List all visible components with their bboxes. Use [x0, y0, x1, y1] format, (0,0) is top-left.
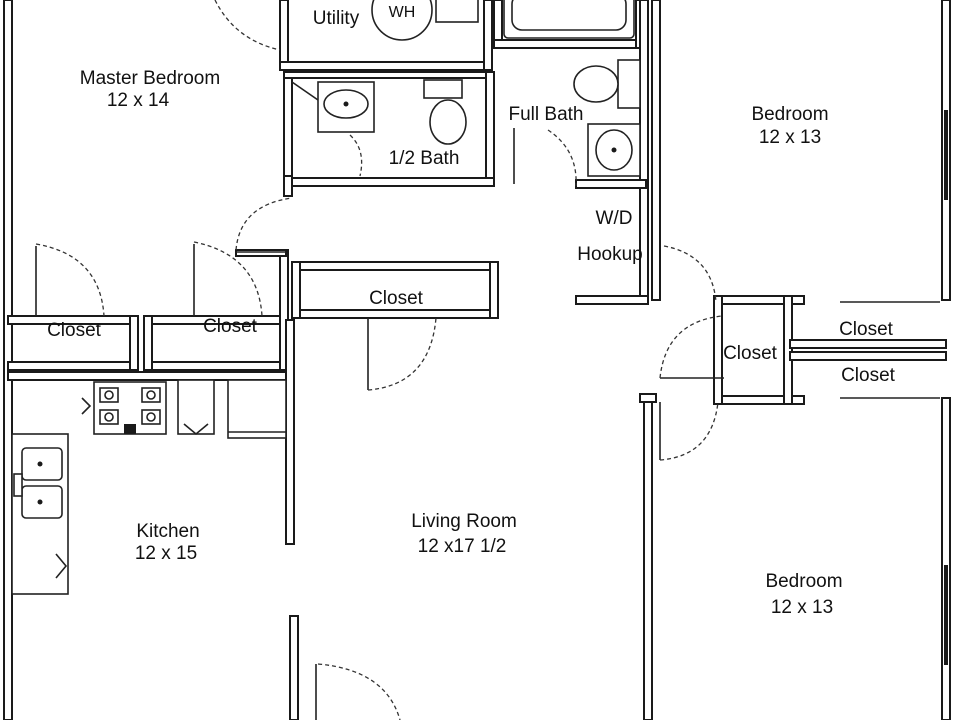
hookup-label: Hookup [577, 244, 643, 265]
hallcloset-top-wall [291, 261, 499, 271]
hallcloset-right-wall [489, 261, 499, 319]
doors [35, 0, 724, 720]
sink-drain-1 [37, 461, 43, 467]
left-exterior-wall [3, 0, 13, 720]
hall-corner-wall [235, 249, 287, 257]
kitchen-size: 12 x 15 [135, 543, 197, 564]
hallcloset-door-swing [367, 317, 437, 391]
utility-left-wall [279, 0, 289, 71]
burner-3-ring [104, 412, 114, 422]
closet1-right-wall [129, 315, 139, 371]
closet-2-label: Closet [203, 316, 258, 337]
closet-1-label: Closet [47, 320, 102, 341]
kitchen-label: Kitchen [136, 521, 199, 542]
burner-3 [99, 409, 119, 425]
half-bath-label: 1/2 Bath [389, 148, 460, 169]
bedroom-bottom-door-swing [659, 401, 719, 461]
hallcloset-left-wall [291, 261, 301, 319]
dishwasher-icon [177, 379, 215, 435]
closet-right-top-label: Closet [839, 319, 894, 340]
halfbath-drain [343, 101, 349, 107]
bedroom-top-label: Bedroom [751, 104, 828, 125]
utility-bottom-wall [279, 61, 491, 71]
burner-2-ring [146, 390, 156, 400]
closet1-door-swing [35, 243, 105, 317]
halfbath-toilet-icon [429, 99, 467, 145]
fullbath-top-wall [493, 39, 645, 49]
burner-1-ring [104, 390, 114, 400]
burner-2 [141, 387, 161, 403]
window-right-top [944, 110, 948, 200]
bedroom-bottom-corner [639, 393, 657, 403]
halfbath-toilet-tank [423, 79, 463, 99]
fixtures: WH [11, 0, 641, 595]
closet-right-bottom-label: Closet [841, 365, 896, 386]
utility-right-wall [483, 0, 493, 71]
closet-hall-label: Closet [369, 288, 424, 309]
utility-label: Utility [313, 8, 360, 29]
bedroom-bottom-left-wall [643, 393, 653, 720]
utility-sink-icon [435, 0, 479, 23]
bedroom-top-left-wall [651, 0, 661, 301]
fullbath-toilet-icon [573, 65, 619, 103]
room-labels: Utility Master Bedroom 12 x 14 1/2 Bath … [47, 8, 896, 618]
water-heater-label: WH [389, 4, 416, 21]
bedroom-bottom-size: 12 x 13 [771, 597, 833, 618]
fullbath-bottom-wall [575, 179, 647, 189]
right-exterior-wall-bottom [941, 397, 951, 720]
kitchen-right-wall [285, 319, 295, 545]
closet-mid-label: Closet [723, 343, 778, 364]
master-bedroom-label: Master Bedroom [80, 68, 220, 89]
walls [3, 0, 951, 720]
fullbath-drain [611, 147, 617, 153]
master-door-swing [235, 197, 293, 251]
stove-arrow [81, 397, 92, 415]
refrigerator-icon [227, 379, 287, 439]
midcloset-right-wall [783, 295, 793, 405]
midcloset-door-swing [659, 315, 723, 379]
midcloset-left-wall [713, 295, 723, 405]
closet2-left-wall [143, 315, 153, 371]
dishwasher-mark [183, 423, 209, 436]
hallcloset-bottom-wall [291, 309, 499, 319]
bathtub-basin [511, 0, 627, 31]
bedroom-bottom-label: Bedroom [765, 571, 842, 592]
fullbath-toilet-tank [617, 59, 641, 109]
wd-bottom-wall [575, 295, 649, 305]
living-room-size: 12 x17 1/2 [418, 536, 507, 557]
faucet-icon [13, 473, 23, 497]
halfbath-door-swing [349, 134, 363, 177]
burner-4 [141, 409, 161, 425]
burner-1 [99, 387, 119, 403]
bedroom-top-size: 12 x 13 [759, 127, 821, 148]
halfbath-corner [283, 175, 293, 197]
wd-label: W/D [596, 208, 633, 229]
water-heater-icon [371, 0, 433, 41]
utility-door-swing [214, 0, 281, 51]
window-right-bottom [944, 565, 948, 665]
living-left-lower-wall [289, 615, 299, 720]
master-bedroom-size: 12 x 14 [107, 90, 170, 111]
sink-drain-2 [37, 499, 43, 505]
halfbath-right-wall [485, 71, 495, 185]
fullbath-door-swing [547, 129, 577, 187]
bedroom-top-door-swing [663, 245, 717, 303]
burner-4-ring [146, 412, 156, 422]
rightcloset-divider-top [789, 339, 947, 349]
closet1-bottom-wall [7, 361, 139, 371]
kitchen-top-wall [7, 371, 293, 381]
halfbath-top-wall [283, 71, 491, 79]
halfbath-left-wall [283, 71, 293, 183]
full-bath-label: Full Bath [509, 104, 584, 125]
halfbath-door [291, 81, 319, 101]
living-room-label: Living Room [411, 511, 517, 532]
closet2-bottom-wall [143, 361, 285, 371]
entry-door-swing [317, 663, 401, 720]
rightcloset-divider-bottom [789, 351, 947, 361]
counter-arrow [55, 553, 68, 579]
stove-controls [124, 424, 136, 434]
halfbath-bottom-wall [287, 177, 495, 187]
